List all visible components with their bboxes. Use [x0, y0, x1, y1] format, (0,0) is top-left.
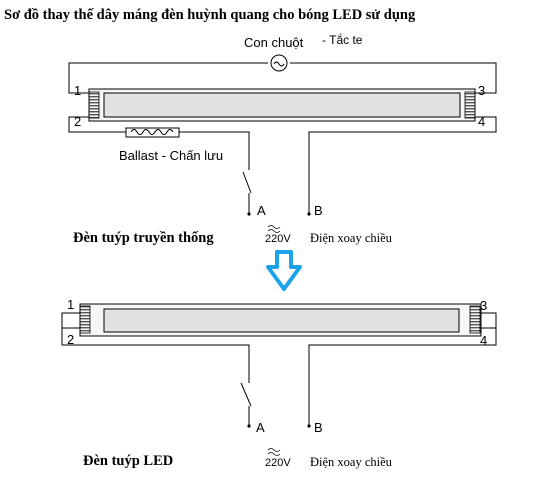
led-tube-label: Đèn tuýp LED	[83, 453, 174, 469]
led-tube	[79, 303, 482, 337]
switch-a-blade	[242, 171, 252, 194]
pin-2: 2	[74, 114, 82, 129]
led-right-loop	[308, 328, 497, 425]
traditional-tube	[88, 88, 476, 122]
led-switch-b-label: B	[314, 420, 323, 435]
ballast-icon	[125, 127, 180, 138]
led-switch-a-label: A	[256, 420, 265, 435]
left-pin-wire	[68, 116, 250, 170]
right-end-cap	[464, 91, 476, 119]
ac-label: Điện xoay chiều	[310, 231, 392, 245]
led-right-end-cap	[469, 305, 481, 334]
led-circuit	[61, 312, 497, 425]
terminal-a-led	[247, 424, 251, 428]
led-right-wire	[481, 312, 497, 329]
starter-icon	[268, 54, 290, 72]
led-left-loop	[61, 328, 250, 383]
starter-suffix: - Tắc te	[322, 33, 363, 47]
led-left-wire	[61, 312, 80, 329]
starter-label: Con chuột	[244, 35, 304, 50]
led-left-end-cap	[79, 305, 91, 334]
switch-b-label: B	[314, 203, 323, 218]
traditional-tube-label: Đèn tuýp truyền thống	[73, 230, 214, 246]
led-pin-3: 3	[480, 298, 488, 313]
led-pin-1: 1	[67, 297, 75, 312]
page-title: Sơ đồ thay thế dây máng đèn huỳnh quang …	[4, 7, 416, 23]
led-pin-2: 2	[67, 332, 75, 347]
traditional-circuit	[68, 62, 497, 213]
switch-a-blade-led	[240, 382, 252, 407]
ballast-label: Ballast - Chấn lưu	[119, 148, 224, 163]
pin-4: 4	[478, 114, 486, 129]
terminal-b	[307, 212, 311, 216]
led-voltage-label: 220V	[265, 457, 291, 469]
terminal-b-led	[307, 424, 311, 428]
led-pin-4: 4	[480, 333, 488, 348]
right-pin-wire	[308, 116, 497, 213]
pin-1: 1	[74, 83, 82, 98]
switch-a-label: A	[257, 203, 266, 218]
down-arrow-icon	[266, 250, 302, 291]
left-end-cap	[88, 91, 100, 119]
terminal-a	[247, 212, 251, 216]
pin-3: 3	[478, 83, 486, 98]
led-ac-label: Điện xoay chiều	[310, 455, 392, 469]
ac-wave-icon	[267, 225, 281, 233]
ac-wave-icon-led	[267, 448, 281, 456]
voltage-label: 220V	[265, 233, 291, 245]
